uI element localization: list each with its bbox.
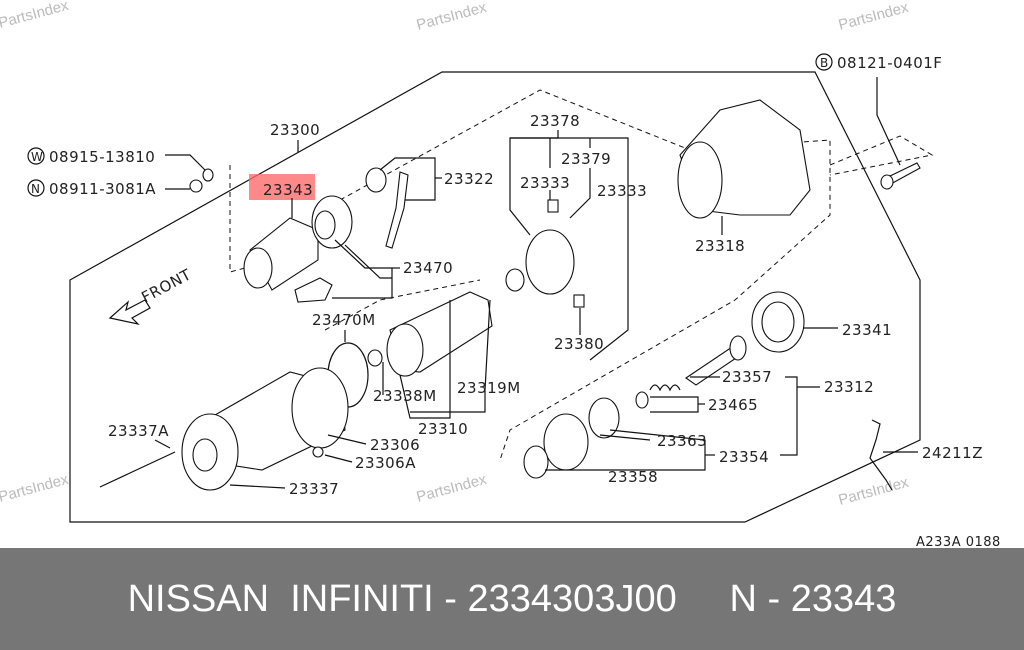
- plate-inner: [314, 210, 336, 240]
- part-label-23300[interactable]: 23300: [270, 121, 320, 139]
- nut-08911: [189, 179, 203, 193]
- part-label-23337[interactable]: 23337: [289, 480, 339, 498]
- part-label-23333[interactable]: 23333: [597, 182, 647, 200]
- assembly-outline: [69, 71, 921, 523]
- part-label-23357[interactable]: 23357: [722, 368, 772, 386]
- rear-cover-center: [192, 438, 218, 472]
- dashed-guide: [229, 165, 246, 273]
- front-arrow-icon: [108, 299, 151, 326]
- callout-w: W: [31, 150, 43, 164]
- part-labels: 23300 08915-13810 08911-3081A 23343 2332…: [49, 54, 1001, 548]
- watermark: PartsIndex: [415, 0, 489, 34]
- housing-opening: [677, 141, 723, 219]
- spring-part: [365, 167, 387, 193]
- parts-diagram: PartsIndex PartsIndex PartsIndex PartsIn…: [0, 0, 1001, 548]
- front-arrow: FRONT: [108, 265, 195, 326]
- part-label-23363[interactable]: 23363: [657, 432, 707, 450]
- brush-part-23380: [573, 294, 585, 308]
- footer-bar: NISSAN INFINITI - 2334303J00 N - 23343: [0, 548, 1024, 650]
- part-label-23310[interactable]: 23310: [418, 420, 468, 438]
- part-label-23306[interactable]: 23306: [370, 436, 420, 454]
- leader-lines: [154, 77, 918, 489]
- callout-circle-n: [27, 179, 45, 197]
- brush-holder: [525, 229, 575, 295]
- shaft-gear: [729, 335, 747, 361]
- part-label-23337A[interactable]: 23337A: [108, 422, 169, 440]
- part-label-23358[interactable]: 23358: [608, 468, 658, 486]
- clutch-23354: [543, 413, 589, 471]
- through-bolt-23337A: [99, 451, 176, 488]
- part-label-23380[interactable]: 23380: [554, 335, 604, 353]
- part-label-23322[interactable]: 23322: [444, 170, 494, 188]
- part-label-23341[interactable]: 23341: [842, 321, 892, 339]
- part-label-08121-0401F[interactable]: 08121-0401F: [837, 54, 942, 72]
- watermark: PartsIndex: [837, 0, 911, 34]
- screw-23306A: [312, 446, 324, 458]
- part-label-23319M[interactable]: 23319M: [457, 379, 521, 397]
- brush-part: [547, 199, 559, 213]
- part-label-23354[interactable]: 23354: [719, 448, 769, 466]
- part-label-23470M[interactable]: 23470M: [312, 311, 376, 329]
- armature-core: [386, 323, 424, 377]
- callout-n: N: [31, 182, 40, 196]
- part-label-23379[interactable]: 23379: [561, 150, 611, 168]
- watermark: PartsIndex: [415, 471, 489, 506]
- part-label-23312[interactable]: 23312: [824, 378, 874, 396]
- part-title: NISSAN INFINITI - 2334303J00 N - 23343: [127, 577, 897, 620]
- wire-24211Z: [869, 419, 893, 491]
- part-label-23378[interactable]: 23378: [530, 112, 580, 130]
- washer-23465: [635, 391, 649, 409]
- part-label-23318[interactable]: 23318: [695, 237, 745, 255]
- callout-circle-w: [27, 147, 45, 165]
- bolt-head: [880, 174, 894, 190]
- gear-23363: [588, 397, 620, 439]
- part-shapes: [99, 99, 921, 491]
- diagram-code: A233A 0188: [916, 535, 1001, 548]
- part-label-23306A[interactable]: 23306A: [355, 454, 416, 472]
- spring-part: [649, 384, 681, 392]
- part-label-23343[interactable]: 23343: [263, 181, 313, 199]
- washer-08915: [202, 168, 214, 182]
- part-label-23470[interactable]: 23470: [403, 259, 453, 277]
- yoke-field: [291, 367, 349, 449]
- solenoid-end: [243, 247, 273, 289]
- callout-circle-b: [815, 53, 833, 71]
- part-label-23333[interactable]: 23333: [520, 174, 570, 192]
- bearing-part: [505, 268, 525, 292]
- part-label-08915-13810[interactable]: 08915-13810: [49, 148, 155, 166]
- front-label: FRONT: [138, 265, 194, 306]
- dashed-guide: [339, 89, 831, 461]
- part-label-24211Z[interactable]: 24211Z: [922, 444, 983, 462]
- watermark: PartsIndex: [0, 471, 71, 506]
- part-label-23465[interactable]: 23465: [708, 396, 758, 414]
- shift-lever: [385, 171, 409, 249]
- dashed-guide: [324, 279, 481, 331]
- bearing-23338M: [367, 349, 383, 367]
- part-label-23338M[interactable]: 23338M: [373, 387, 437, 405]
- watermark: PartsIndex: [0, 0, 71, 32]
- selected-part-highlight: [249, 174, 315, 200]
- callout-b: B: [820, 56, 829, 70]
- stopper-inner: [761, 301, 795, 343]
- packing-part: [294, 277, 333, 303]
- part-label-08911-3081A[interactable]: 08911-3081A: [49, 180, 156, 198]
- watermark: PartsIndex: [837, 474, 911, 509]
- dashed-guide: [829, 135, 934, 176]
- bearing-23358: [523, 445, 549, 479]
